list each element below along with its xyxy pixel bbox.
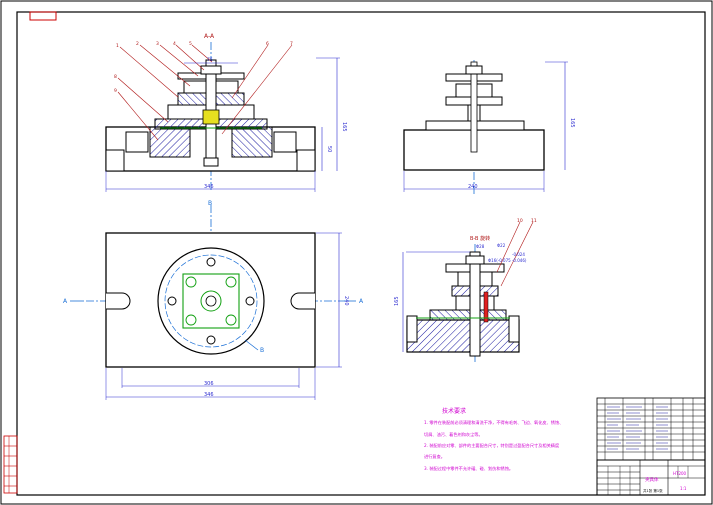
note-line-4: 进行复查。 [424,453,445,460]
side-view: 240 165 [403,60,575,195]
technical-notes: 技术要求 1. 零件在装配前必须清理和清洗干净，不得有毛刺、飞边、氧化皮、锈蚀、… [424,407,563,472]
drawing-frame [16,11,706,496]
title-block-drawing-name: 夹具体 [645,476,659,483]
dim-sec-b-tol-2: Φ16(-0.075 -0.046) [488,258,527,263]
title-block-material: HT200 [673,471,687,476]
view-b-mark: B [208,200,212,207]
dim-front-top: 75 [207,57,213,63]
leader-2: 2 [136,41,139,47]
leader-10: 10 [517,218,523,224]
dim-side-width: 240 [468,184,478,190]
note-line-3: 2. 装配前应对零、部件的主要配合尺寸，特别是过盈配合尺寸及相关精度 [424,442,560,449]
leader-6: 6 [266,41,269,47]
notes-title: 技术要求 [442,407,466,415]
note-line-2: 切屑、油污、着色剂和灰尘等。 [424,431,483,438]
note-line-5: 3. 装配过程中零件不允许磕、碰、划伤和锈蚀。 [424,465,513,472]
leader-8: 8 [114,74,117,80]
parts-list-table [596,397,706,461]
plan-view: A A B B 306 346 240 [63,200,364,400]
title-block: 夹具体 HT200 1:1 共1张 第1张 [596,459,706,496]
title-block-sheet: 共1张 第1张 [643,488,663,493]
section-b-label: B-B 旋转 [470,235,490,242]
view-a-right: A [359,298,364,305]
dim-plan-height: 240 [343,296,349,306]
dim-plan-width-inner: 306 [204,381,214,387]
left-stamp-boxes [3,435,18,494]
leader-11: 11 [531,218,537,224]
dim-front-height: 165 [341,122,347,132]
leader-3: 3 [156,41,159,47]
dim-plan-width-outer: 346 [204,392,214,398]
leader-7: 7 [290,41,293,47]
dim-side-height: 165 [569,118,575,128]
dim-front-width: 346 [204,184,214,190]
code-box [29,11,57,21]
leader-5: 5 [189,41,192,47]
dim-sec-b-tol-1: -0.024 [512,252,525,257]
view-a-left: A [63,298,68,305]
leader-9: 9 [114,88,117,94]
dim-sec-b-height: 165 [394,296,400,306]
leader-4: 4 [173,41,176,47]
view-b-mark-lower: B [260,347,264,354]
dim-front-height-inner: 50 [326,146,332,152]
dim-sec-b-fit-1: Φ28 [476,244,485,249]
front-section-view: A-A 1 2 [105,33,347,192]
leader-1: 1 [116,43,119,49]
section-b-view: B-B 旋转 10 11 Φ28 Φ22 -0.024 Φ16(-0.075 -… [394,218,537,362]
title-block-scale: 1:1 [680,486,687,491]
note-line-1: 1. 零件在装配前必须清理和清洗干净，不得有毛刺、飞边、氧化皮、锈蚀、 [424,419,563,426]
section-a-label: A-A [204,33,215,40]
dim-sec-b-fit-2: Φ22 [497,243,506,248]
